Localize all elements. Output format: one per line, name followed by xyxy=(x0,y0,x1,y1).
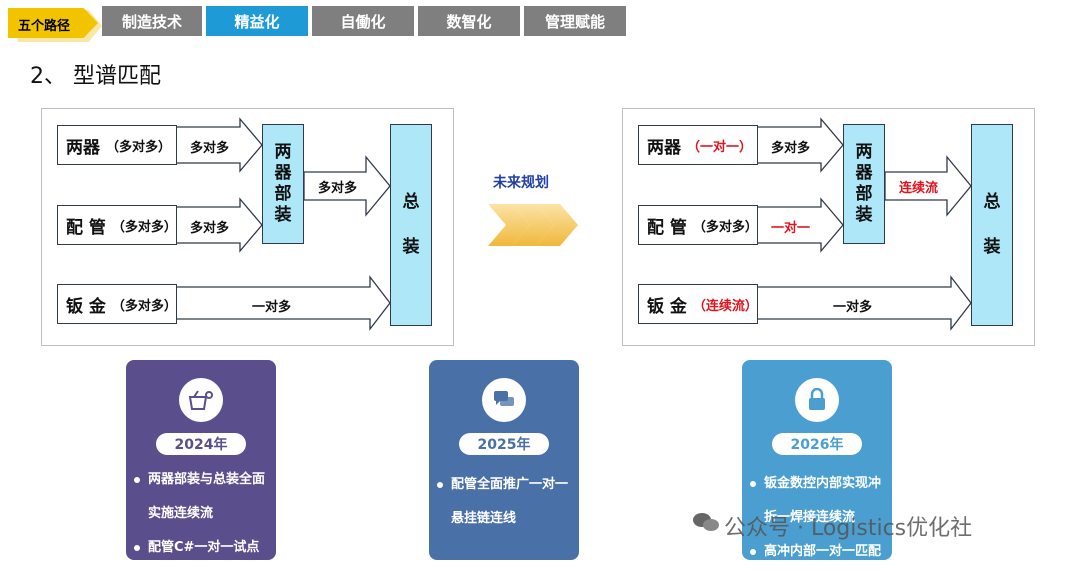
row-sub: （多对多） xyxy=(111,298,177,314)
row-box-heat-exchanger: 两器 （多对多） xyxy=(57,125,177,165)
arrow-sub xyxy=(884,155,972,217)
sub-assembly-box: 两 器 部 装 xyxy=(262,124,304,244)
card-line: 配管全面推广一对一 xyxy=(437,473,568,492)
section-title: 2、 型谱匹配 xyxy=(30,64,161,89)
left-arrows xyxy=(175,117,391,331)
arrow-label: 多对多 xyxy=(190,141,230,156)
arrow-label: 一对一 xyxy=(771,221,811,236)
card-line: 两器部装与总装全面 xyxy=(134,468,265,487)
row-name: 钣 金 xyxy=(66,296,106,317)
tab-jidoka[interactable]: 自働化 xyxy=(312,6,414,36)
tab-manufacturing-tech[interactable]: 制造技术 xyxy=(102,6,202,36)
arrow-label: 一对多 xyxy=(252,300,292,315)
final-assembly-box: 总 装 xyxy=(971,124,1013,326)
right-diagram-panel: 两器 （一对一） 配 管 （多对多） 钣 金 （连续流） 多对多 一对一 一对多 连续… xyxy=(622,108,1035,346)
watermark-text: 公众号 · Logistics优化社 xyxy=(724,516,973,541)
card-line: 钣金数控内部实现冲 xyxy=(750,472,881,491)
arrow-label: 一对多 xyxy=(833,300,873,315)
left-diagram-panel: 两器 （多对多） 配 管 （多对多） 钣 金 （多对多） 多对多 多对多 一对多 多对… xyxy=(41,108,454,346)
right-arrows xyxy=(756,117,972,331)
row-sub: （多对多） xyxy=(106,139,172,155)
sub-arrow-label: 连续流 xyxy=(899,181,939,196)
card-line: 实施连续流 xyxy=(148,506,214,521)
future-plan-label: 未来规划 xyxy=(493,175,549,191)
final-assembly-box: 总 装 xyxy=(390,124,432,326)
row-sub: （多对多） xyxy=(692,219,758,235)
lock-icon xyxy=(795,378,839,422)
row-box-sheet-metal: 钣 金 （连续流） xyxy=(638,284,758,324)
row-name: 两器 xyxy=(647,137,681,158)
row-sub: （连续流） xyxy=(692,298,758,314)
row-box-sheet-metal: 钣 金 （多对多） xyxy=(57,284,177,324)
tab-digital[interactable]: 数智化 xyxy=(418,6,520,36)
nav-path-label: 五个路径 xyxy=(8,8,98,38)
row-name: 配 管 xyxy=(647,217,687,238)
tab-management[interactable]: 管理赋能 xyxy=(524,6,626,36)
card-line: 悬挂链连线 xyxy=(451,511,517,526)
arrow-row2 xyxy=(756,197,844,253)
arrow-row2 xyxy=(175,197,263,253)
sub-assembly-box: 两 器 部 装 xyxy=(843,124,885,244)
row-box-heat-exchanger: 两器 （一对一） xyxy=(638,125,758,165)
arrow-row1 xyxy=(756,117,844,173)
row-box-piping: 配 管 （多对多） xyxy=(638,205,758,245)
arrow-row1 xyxy=(175,117,263,173)
card-line: 折一焊接连续流 xyxy=(764,510,856,525)
card-2025: 2025年 配管全面推广一对一 悬挂链连线 xyxy=(429,360,579,560)
row-name: 两器 xyxy=(66,137,100,158)
row-sub: （多对多） xyxy=(111,219,177,235)
row-name: 钣 金 xyxy=(647,296,687,317)
arrow-sub xyxy=(303,155,391,217)
wechat-icon xyxy=(693,513,719,531)
year-badge: 2024年 xyxy=(156,433,246,455)
year-badge: 2026年 xyxy=(772,433,862,455)
card-line: 高冲内部一对一匹配 xyxy=(750,540,881,559)
year-badge: 2025年 xyxy=(459,433,549,455)
row-name: 配 管 xyxy=(66,217,106,238)
tab-lean[interactable]: 精益化 xyxy=(206,6,308,36)
card-line: 配管C#一对一试点 xyxy=(134,536,259,555)
row-box-piping: 配 管 （多对多） xyxy=(57,205,177,245)
basket-gear-icon xyxy=(179,378,223,422)
arrow-label: 多对多 xyxy=(771,141,811,156)
card-2026: 2026年 钣金数控内部实现冲 折一焊接连续流 高冲内部一对一匹配 xyxy=(742,360,892,560)
arrow-row3 xyxy=(756,275,972,331)
sub-arrow-label: 多对多 xyxy=(318,181,358,196)
arrow-row3 xyxy=(175,275,391,331)
chat-bubbles-icon xyxy=(482,378,526,422)
row-sub: （一对一） xyxy=(687,139,753,155)
arrow-label: 多对多 xyxy=(190,221,230,236)
chevron-right-icon xyxy=(488,204,578,246)
card-2024: 2024年 两器部装与总装全面 实施连续流 配管C#一对一试点 xyxy=(126,360,276,560)
